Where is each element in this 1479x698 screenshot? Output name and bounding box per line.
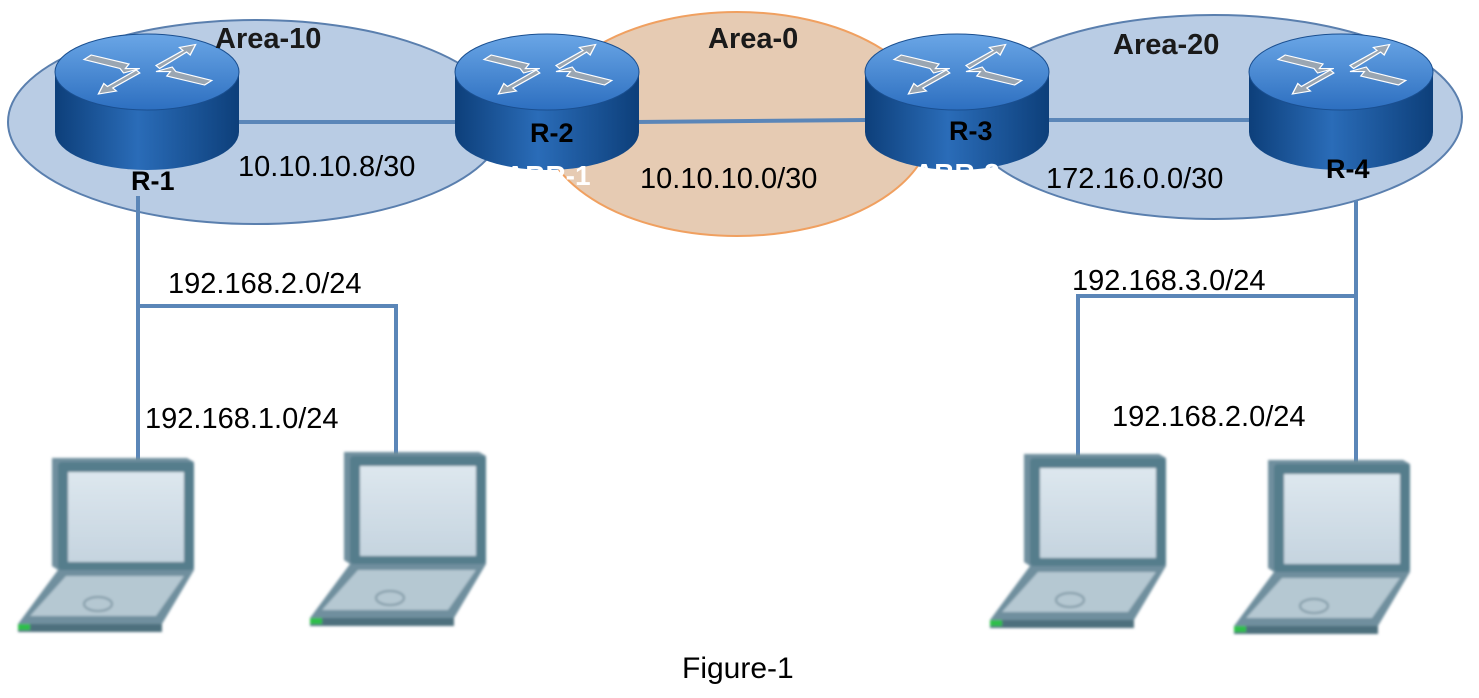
subnet-right-lan-a: 192.168.3.0/24: [1072, 265, 1266, 297]
router-r4-label: R-4: [1326, 154, 1370, 184]
figure-caption: Figure-1: [682, 652, 794, 685]
router-r2: [455, 34, 639, 170]
router-r3-role: ABR-2: [914, 158, 1000, 189]
laptop-icon: [1233, 459, 1411, 635]
router-r3: [865, 34, 1049, 170]
area-0-label: Area-0: [708, 23, 798, 55]
area-10-label: Area-10: [215, 23, 321, 55]
router-r3-label: R-3: [949, 116, 993, 146]
subnet-r3-r4: 172.16.0.0/30: [1046, 163, 1223, 195]
area-20-label: Area-20: [1113, 29, 1219, 61]
subnet-r1-r2: 10.10.10.8/30: [238, 151, 415, 183]
subnet-left-lan-a: 192.168.2.0/24: [168, 268, 362, 300]
router-r2-role: ABR-1: [505, 160, 591, 191]
subnet-r2-r3: 10.10.10.0/30: [640, 163, 817, 195]
subnet-left-lan-b: 192.168.1.0/24: [145, 403, 339, 435]
router-r1-label: R-1: [131, 166, 175, 196]
link-r2-r3: [635, 118, 867, 124]
laptop-icon: [989, 453, 1167, 629]
subnet-right-lan-b: 192.168.2.0/24: [1112, 401, 1306, 433]
link-r4-laptop3: [1076, 294, 1356, 460]
link-r1-laptop2: [138, 304, 398, 458]
router-r1: [55, 34, 239, 170]
laptop-icon: [17, 457, 195, 633]
laptop-icon: [309, 451, 487, 627]
router-r4: [1249, 34, 1433, 170]
router-r2-label: R-2: [530, 118, 574, 148]
